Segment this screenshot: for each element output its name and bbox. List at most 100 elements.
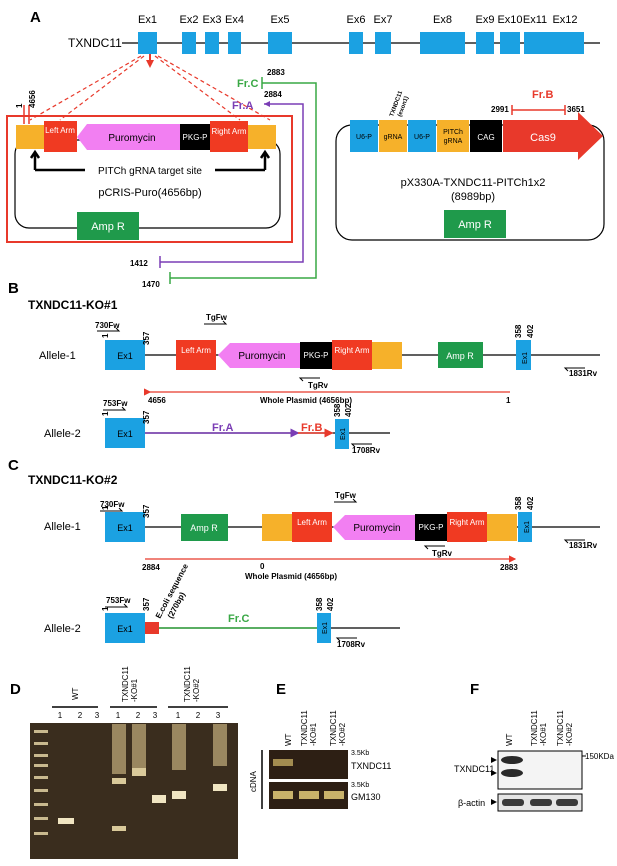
px330-size: (8989bp) [451, 191, 495, 203]
exon-label-7: Ex7 [374, 14, 393, 26]
ko1-a1-flank-right [372, 342, 402, 369]
ko1-1708: 1708Rv [352, 446, 381, 455]
ko2-a1-right-arm [447, 512, 487, 542]
ko1-a1-n402: 402 [526, 324, 535, 338]
gel-d-lane-9: 3 [216, 711, 221, 720]
ko2-n2884: 2884 [142, 563, 160, 572]
gel-d-band [172, 791, 186, 799]
ko1-a1-right-arm [332, 340, 372, 370]
ko1-a1-puro-label: Puromycin [238, 351, 285, 362]
grna-label: gRNA [384, 134, 403, 141]
gel-d-ko1-1: TXNDC11 [121, 666, 130, 702]
ko2-tgfw-arrow [334, 498, 358, 503]
n2884-label: 2884 [264, 90, 282, 99]
ko2-p730: 730Fw [100, 500, 125, 509]
blot-f-actin-3 [556, 799, 578, 806]
exon-label-6: Ex6 [347, 14, 366, 26]
ko1-fra-label: Fr.A [212, 422, 233, 434]
gel-d-ko2-1: TXNDC11 [183, 666, 192, 702]
ko2-frc-label: Fr.C [228, 613, 249, 625]
ko1-a1-pkgp-label: PKG-P [304, 351, 329, 360]
exon-label-5: Ex5 [271, 14, 290, 26]
ko2-a1-ex1 [105, 512, 145, 542]
gel-d-lane-2: 2 [78, 711, 83, 720]
ko2-a1-n357: 357 [142, 504, 151, 518]
flank-left [16, 125, 44, 149]
fra-line [160, 103, 304, 263]
exon-label-8: Ex8 [433, 14, 452, 26]
ko2-ecoli-block [145, 622, 159, 634]
ko1-n4656: 4656 [148, 396, 166, 405]
ko1-a1-ex1b [516, 340, 531, 370]
exon-label-10: Ex10 [497, 14, 522, 26]
gel-d-ladder-band [34, 817, 48, 820]
right-arm-label: Right Arm [211, 127, 246, 136]
blot-f-arrow-1 [491, 757, 497, 763]
gel-e-kb1: 3.5Kb [351, 750, 369, 757]
blot-f-arrow-2 [491, 770, 497, 776]
ko1-1831: 1831Rv [569, 369, 598, 378]
gel-d-ladder-band [34, 764, 48, 767]
u6p-2 [408, 120, 436, 152]
fra-arrowhead [264, 101, 270, 107]
pkg-p-label: PKG-P [183, 133, 208, 142]
gel-e-gm130: GM130 [351, 792, 381, 802]
target-arrow-left [29, 149, 41, 170]
gel-d-lane-8: 2 [196, 711, 201, 720]
gel-d-lane-3: 3 [95, 711, 100, 720]
gel-d-ko1-2: -KO#1 [130, 678, 139, 702]
blot-f-ko1-2: -KO#1 [539, 722, 548, 746]
n1412-label: 1412 [130, 259, 148, 268]
ko1-1831-arrow [563, 367, 585, 372]
exon-label-11: Ex11 [523, 14, 547, 26]
pitch-grna [437, 120, 469, 152]
frc-label: Fr.C [237, 78, 258, 90]
n2991-label: 2991 [491, 105, 509, 114]
ko2-title: TXNDC11-KO#2 [28, 473, 118, 487]
ko1-a1-ampr [438, 342, 483, 368]
blot-f-wt: WT [505, 733, 514, 746]
gel-d-band [213, 784, 227, 791]
ko2-allele2: Allele-2 [44, 623, 81, 635]
ko2-n0: 0 [260, 562, 265, 571]
ko1-title: TXNDC11-KO#1 [28, 298, 118, 312]
gel-d-ladder-band [34, 803, 48, 806]
ko1-a2-ex1b-label: Ex1 [340, 428, 347, 440]
gel-d-bands [34, 724, 227, 835]
target-site-label: PITCh gRNA target site [98, 166, 202, 177]
ko2-a2-ex1b-label: Ex1 [322, 622, 329, 634]
ko2-a2-n1: 1 [101, 606, 110, 611]
panel-label-d: D [10, 681, 21, 698]
gel-e-gm130-band-2 [299, 791, 319, 799]
exon-8 [420, 32, 465, 54]
flank-right [248, 125, 276, 149]
blot-f-kda: 150KDa [585, 752, 614, 761]
ko2-a1-n1: 1 [101, 505, 110, 510]
pcris-ampr [77, 212, 139, 240]
exon-6 [349, 32, 363, 54]
gel-d-ko2-2: -KO#2 [192, 678, 201, 702]
px330-ampr [444, 210, 506, 238]
gel-e-ko1-1: TXNDC11 [300, 710, 309, 746]
ko2-a1-ex1b-label: Ex1 [524, 521, 531, 533]
panel-label-a: A [30, 9, 41, 26]
ko2-1708-arrow [335, 637, 357, 642]
ko1-tgrv: TgRv [308, 381, 329, 390]
insertion-lines [29, 55, 271, 121]
gel-e-txndc11: TXNDC11 [351, 761, 391, 771]
blot-f-ko1-1: TXNDC11 [530, 710, 539, 746]
ko1-frb-label: Fr.B [301, 422, 322, 434]
gel-d-band [58, 818, 74, 824]
cas9-block [503, 112, 603, 160]
gene-name: TXNDC11 [68, 36, 122, 50]
ko1-tgfw: TgFw [206, 313, 228, 322]
exon-label-2: Ex2 [180, 14, 199, 26]
u6p-2-label: U6-P [414, 134, 430, 141]
ko1-a1-n358: 358 [514, 324, 523, 338]
gel-d-lane-7: 1 [176, 711, 181, 720]
ko1-a1-pkgp [300, 342, 332, 369]
ko1-p753: 753Fw [103, 399, 128, 408]
ko2-a2-n402: 402 [326, 597, 335, 611]
